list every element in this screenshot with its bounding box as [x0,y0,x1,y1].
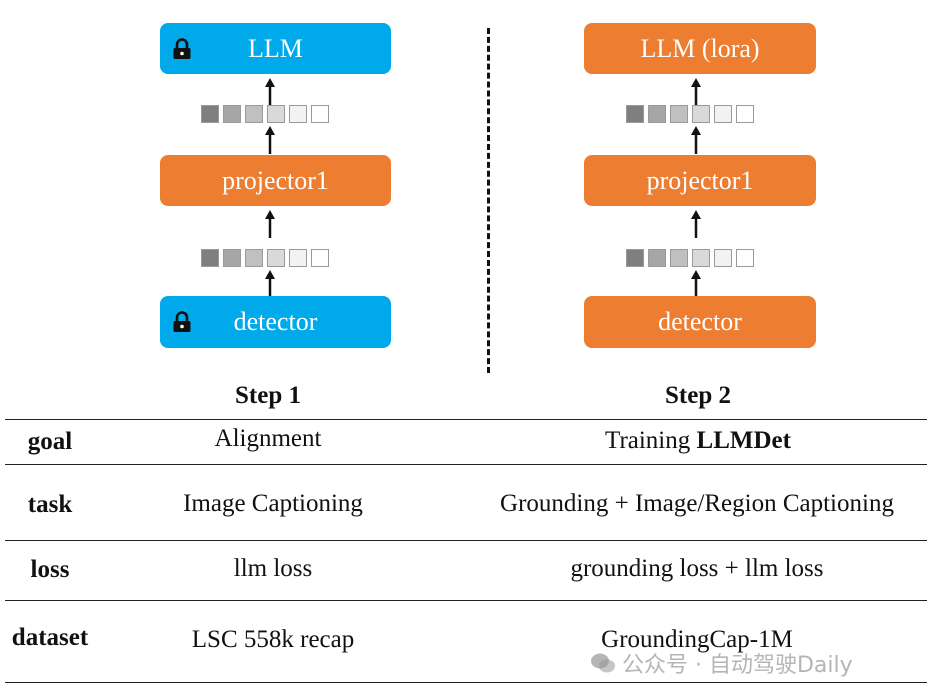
lock-icon [173,37,191,59]
projector-label-step1: projector1 [222,165,329,195]
llm-label-step2: LLM (lora) [640,33,760,63]
token [648,249,666,267]
row-label-dataset: dataset [11,624,89,651]
lock-icon [173,311,191,332]
token-row-step1-top [201,105,329,123]
row-label-task: task [27,491,73,518]
table-rule [5,419,927,420]
arrow-up-icon [691,210,701,238]
table-rule [5,540,927,541]
token [267,105,285,123]
wechat-icon [591,653,615,673]
llm-block-step1: LLM [160,23,391,74]
detector-label-step1: detector [233,307,318,336]
arrow-up-icon [265,78,275,106]
token [626,249,644,267]
detector-block-step2: detector [584,296,816,348]
token [311,249,329,267]
token [223,105,241,123]
token [692,105,710,123]
cell-goal-step1: Alignment [214,425,322,452]
token [714,105,732,123]
token-row-step2-top [626,105,754,123]
token [714,249,732,267]
cell-loss-step1: llm loss [233,555,313,582]
llmdet-name: LLMDet [696,427,791,454]
token [289,249,307,267]
step2-title: Step 2 [665,382,731,409]
table-rule [5,682,927,683]
watermark-text: 公众号 · 自动驾驶Daily [622,653,853,678]
arrow-up-icon [265,210,275,238]
token [223,249,241,267]
llm-label-step1: LLM [248,33,303,63]
llm-block-step2: LLM (lora) [584,23,816,74]
arrow-up-icon [265,270,275,297]
cell-task-step2: Grounding + Image/Region Captioning [500,490,894,517]
token [311,105,329,123]
arrow-up-icon [691,126,701,154]
cell-dataset-step1: LSC 558k recap [191,626,355,653]
token [692,249,710,267]
cell-goal-step2: Training LLMDet [470,427,926,455]
token [670,249,688,267]
projector-label-step2: projector1 [646,165,754,195]
token-row-step1-bottom [201,249,329,267]
projector-block-step1: projector1 [160,155,391,206]
arrow-up-icon [691,78,701,106]
token [670,105,688,123]
detector-block-step1: detector [160,296,391,348]
token [289,105,307,123]
projector-block-step2: projector1 [584,155,816,206]
token [267,249,285,267]
cell-loss-step2: grounding loss + llm loss [570,555,824,582]
watermark: 公众号 · 自动驾驶Daily [590,647,853,679]
cell-dataset-step2: GroundingCap-1M [601,626,793,653]
token [201,105,219,123]
token [626,105,644,123]
goal-step2-text: Training [605,427,697,454]
token [245,105,263,123]
token [245,249,263,267]
dashed-divider [487,28,490,373]
step1-title: Step 1 [235,382,301,409]
arrow-up-icon [691,270,701,297]
token [648,105,666,123]
token [736,249,754,267]
arrow-up-icon [265,126,275,154]
token [736,105,754,123]
cell-task-step1: Image Captioning [183,490,363,517]
row-label-loss: loss [30,556,70,583]
detector-label-step2: detector [658,307,742,336]
token-row-step2-bottom [626,249,754,267]
row-label-goal: goal [27,428,73,455]
table-rule [5,464,927,465]
table-rule [5,600,927,601]
token [201,249,219,267]
